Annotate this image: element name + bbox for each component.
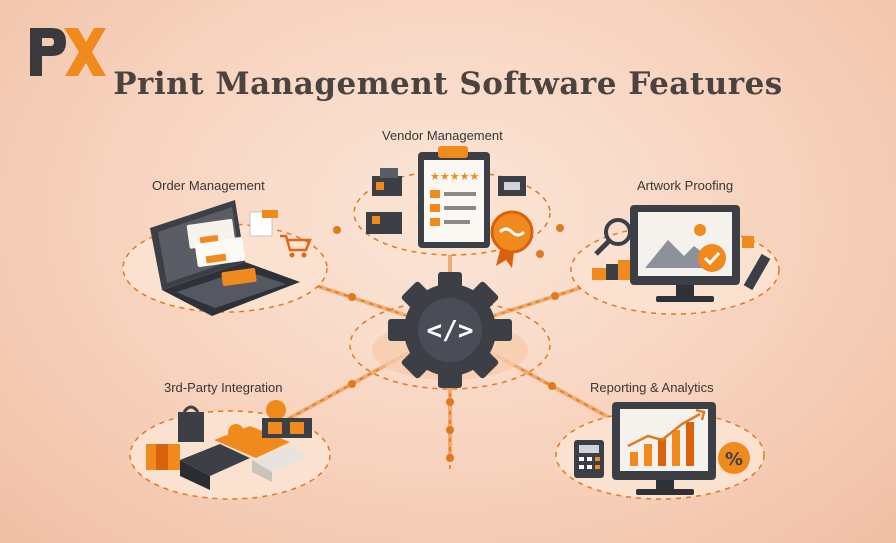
label-vendor-management: Vendor Management <box>382 128 503 143</box>
connector-dots <box>333 224 564 462</box>
svg-text:%: % <box>725 449 743 470</box>
svg-text:★★★★★: ★★★★★ <box>430 170 479 183</box>
label-order-management: Order Management <box>152 178 265 193</box>
monitor-chart-icon: % <box>574 402 750 495</box>
order-management-node <box>122 200 328 316</box>
puzzle-icon <box>146 400 312 490</box>
page-title: Print Management Software Features <box>113 66 783 102</box>
vendor-management-node: ★★★★★ <box>353 146 551 268</box>
label-reporting-analytics: Reporting & Analytics <box>590 380 714 395</box>
connector-lines <box>244 248 661 460</box>
px-logo: PX <box>30 28 106 76</box>
label-artwork-proofing: Artwork Proofing <box>637 178 734 193</box>
connector-dashes <box>244 261 661 470</box>
label-third-party-integration: 3rd-Party Integration <box>164 380 283 395</box>
hub-platform <box>349 300 551 390</box>
hub-code-symbol: </> <box>427 316 474 346</box>
monitor-check-icon <box>592 205 771 302</box>
clipboard-handshake-icon: ★★★★★ <box>366 146 534 268</box>
artwork-proofing-node <box>570 205 780 315</box>
code-gear-icon: </> <box>388 272 512 388</box>
laptop-cart-icon <box>150 200 312 316</box>
third-party-integration-node <box>129 400 331 500</box>
reporting-analytics-node: % <box>555 402 765 500</box>
